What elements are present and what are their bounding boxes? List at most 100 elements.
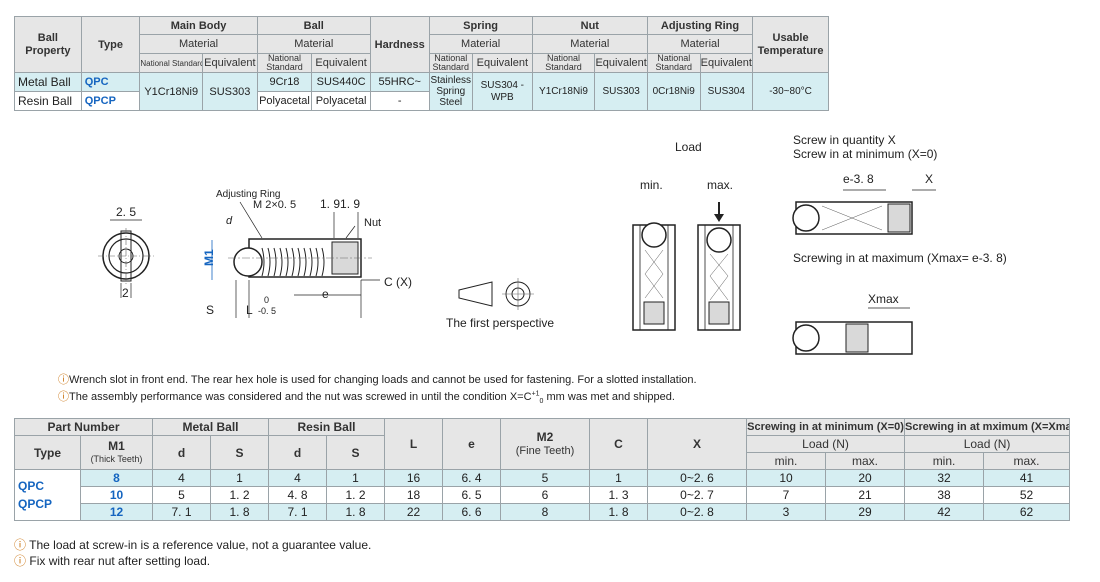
label-tol-top: 0	[264, 295, 269, 305]
x-value: 0~2. 8	[647, 503, 748, 521]
ball-equivalent-resin: Polyacetal	[311, 91, 371, 111]
col-national-standard: National Standard	[139, 53, 204, 73]
front-view	[98, 219, 154, 298]
footnote-load: ⓘ The load at screw-in is a reference va…	[14, 536, 371, 553]
header-metal-d: d	[152, 435, 211, 470]
resin-d: 4	[268, 469, 328, 487]
load-b-max: 62	[983, 503, 1071, 521]
label-cx: C (X)	[384, 275, 412, 289]
m1-value[interactable]: 8	[80, 469, 153, 487]
subheader-material: Material	[256, 34, 371, 54]
label-tol-bottom: -0. 5	[258, 306, 276, 316]
load-views	[632, 202, 741, 331]
metal-s: 1. 2	[209, 486, 270, 504]
header-screw-max: Screwing in at mximum (X=Xmax)	[904, 418, 1071, 436]
note-2-sub: 0	[539, 398, 544, 406]
metal-d: 7. 1	[152, 503, 211, 521]
header-type: Type	[80, 16, 141, 73]
note-icon: ⓘ	[14, 538, 27, 552]
header-usable-temperature: Usable Temperature	[752, 16, 829, 73]
type-cell: QPC QPCP	[14, 469, 81, 521]
header-load-min-group: Load (N)	[746, 435, 906, 453]
header-a-min: min.	[746, 452, 827, 470]
header-l: L	[384, 418, 444, 470]
m1-value[interactable]: 10	[80, 486, 153, 504]
header-spring: Spring	[428, 16, 533, 35]
footnote-2-text: Fix with rear nut after setting load.	[29, 554, 211, 568]
ring-equivalent: SUS304	[699, 72, 754, 111]
note-icon: ⓘ	[58, 391, 69, 403]
load-b-max: 52	[983, 486, 1071, 504]
row-metal-ball-type[interactable]: QPC	[80, 72, 141, 92]
row-resin-ball-type[interactable]: QPCP	[80, 91, 141, 111]
usable-temperature: -30~80°C	[752, 72, 829, 111]
nut-national: Y1Cr18Ni9	[531, 72, 596, 111]
load-b-min: 42	[904, 503, 985, 521]
label-screw-max: Screwing in at maximum (Xmax= e-3. 8)	[793, 251, 1007, 265]
label-e: e	[322, 287, 329, 301]
spring-equivalent: SUS304 -WPB	[472, 72, 533, 111]
table-row: 10 5 1. 2 4. 8 1. 2 18 6. 5 6 1. 3 0~2. …	[15, 486, 1071, 504]
header-m1-sub: (Thick Teeth)	[90, 453, 143, 464]
load-a-min: 7	[746, 486, 827, 504]
l-value: 22	[384, 503, 444, 521]
col-equivalent: Equivalent	[699, 53, 754, 73]
resin-d: 7. 1	[268, 503, 328, 521]
resin-d: 4. 8	[268, 486, 328, 504]
header-resin-s: S	[326, 435, 386, 470]
m2-value: 6	[500, 486, 591, 504]
c-value: 1	[589, 469, 649, 487]
header-metal-s: S	[209, 435, 270, 470]
note-2-text: The assembly performance was considered …	[69, 391, 532, 403]
metal-d: 5	[152, 486, 211, 504]
header-type: Type	[14, 435, 81, 470]
label-screw-qty: Screw in quantity X	[793, 133, 896, 147]
header-c: C	[589, 418, 649, 470]
note-icon: ⓘ	[14, 554, 27, 568]
label-max: max.	[707, 178, 733, 192]
header-nut: Nut	[531, 16, 648, 35]
header-a-max: max.	[825, 452, 906, 470]
load-a-max: 20	[825, 469, 906, 487]
header-m1-label: M1	[108, 438, 125, 453]
hardness-resin: -	[369, 91, 430, 111]
header-part-number: Part Number	[14, 418, 153, 436]
nut-equivalent: SUS303	[594, 72, 648, 111]
label-screw-min: Screw in at minimum (X=0)	[793, 147, 937, 161]
col-national-standard: National Standard	[256, 53, 313, 73]
e-value: 6. 6	[442, 503, 502, 521]
type-qpcp[interactable]: QPCP	[18, 497, 53, 511]
label-e-minus: e-3. 8	[843, 172, 874, 186]
header-load-max-group: Load (N)	[904, 435, 1071, 453]
dimension-table: Part Number Metal Ball Resin Ball L e M2…	[14, 418, 1071, 521]
resin-s: 1	[326, 469, 386, 487]
table-row: 12 7. 1 1. 8 7. 1 1. 8 22 6. 6 8 1. 8 0~…	[15, 503, 1071, 521]
row-resin-ball-property: Resin Ball	[14, 91, 82, 111]
header-m2: M2 (Fine Teeth)	[500, 418, 591, 470]
label-d: d	[226, 215, 233, 227]
label-l: L	[246, 303, 253, 317]
dim-1-9: 1. 91. 9	[320, 197, 360, 211]
header-m2-sub: (Fine Teeth)	[515, 445, 575, 457]
m2-value: 5	[500, 469, 591, 487]
ball-equivalent-metal: SUS440C	[311, 72, 371, 92]
label-xmax: Xmax	[868, 292, 899, 306]
dim-2-5: 2. 5	[116, 205, 136, 219]
table-row: QPC QPCP 8 4 1 4 1 16 6. 4 5 1 0~2. 6 10…	[14, 469, 1071, 521]
load-a-max: 29	[825, 503, 906, 521]
m1-value[interactable]: 12	[80, 503, 153, 521]
label-nut: Nut	[364, 217, 381, 229]
load-b-max: 41	[983, 469, 1071, 487]
header-ball-property: Ball Property	[14, 16, 82, 73]
type-qpc[interactable]: QPC	[18, 479, 45, 493]
note-icon: ⓘ	[58, 374, 69, 386]
row-metal-ball-property: Metal Ball	[14, 72, 82, 92]
load-a-min: 10	[746, 469, 827, 487]
l-value: 18	[384, 486, 444, 504]
header-screw-min: Screwing in at minimum (X=0)	[746, 418, 906, 436]
note-1-text: Wrench slot in front end. The rear hex h…	[69, 374, 697, 386]
header-adjusting-ring: Adjusting Ring	[646, 16, 754, 35]
resin-s: 1. 2	[326, 486, 386, 504]
m2-value: 8	[500, 503, 591, 521]
header-b-min: min.	[904, 452, 985, 470]
